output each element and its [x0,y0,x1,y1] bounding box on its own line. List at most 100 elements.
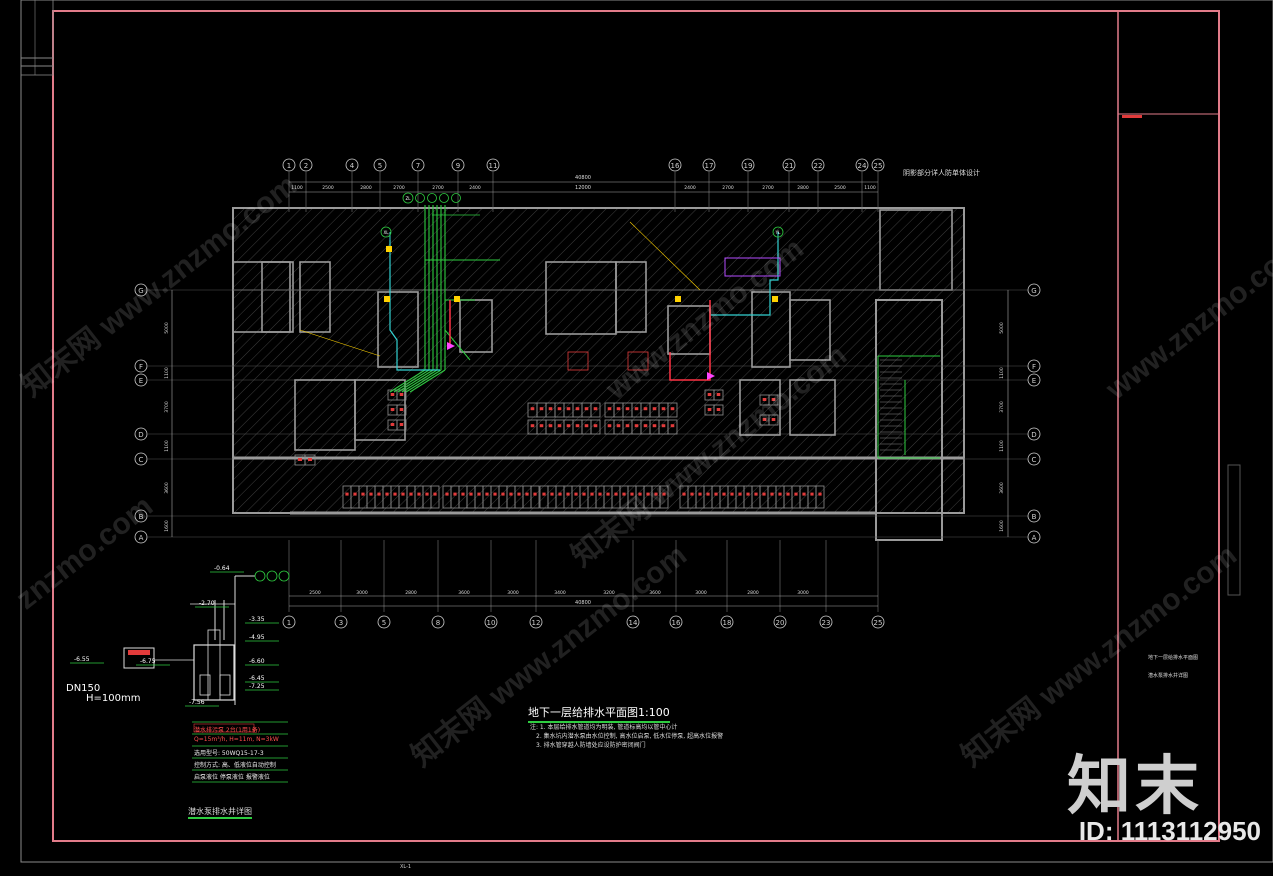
axis-bubble [431,615,445,629]
storage-item [393,492,397,496]
axis-bubble [871,158,885,172]
storage-item [584,424,589,428]
axis-bubble [741,158,755,172]
storage-item [771,398,776,401]
storage-item [509,492,513,496]
storage-item [771,418,776,421]
storage-item [607,407,612,411]
dim-total: 40800 [575,600,591,606]
elevation-value: -7.25 [249,683,265,690]
storage-unit [396,404,407,416]
storage-item [417,492,421,496]
storage-item [738,492,742,496]
storage-item [707,393,712,396]
note-line: 3. 排水管穿越人防墙处应设防护密闭阀门 [536,742,646,749]
storage-item [558,492,562,496]
axis-label: 10 [487,619,496,627]
axis-bubble [1027,283,1041,297]
axis-label: A [1032,534,1037,542]
axis-label: 21 [785,162,794,170]
pump-pit [567,351,589,371]
water-pipe [444,329,471,361]
storage-item [530,407,535,411]
axis-label: 14 [629,619,638,627]
dim-value: 3700 [999,401,1005,413]
storage-item [730,492,734,496]
riser-tag-circle [439,193,449,203]
dim-value: 2800 [360,185,372,191]
axis-bubble [855,158,869,172]
storage-unit [768,394,779,406]
axis-bubble [1027,509,1041,523]
storage-item [643,407,648,411]
storage-unit [530,485,540,509]
note-line: 注: 1. 本层给排水管道均为明装, 管道标高均以管中心计 [530,724,678,731]
riser-tag-circle [451,193,461,203]
storage-item [818,492,822,496]
axis-label: G [138,287,143,295]
storage-item [399,423,404,426]
axis-label: C [139,456,144,464]
storage-item [593,407,598,411]
axis-bubble [811,158,825,172]
storage-item [525,492,529,496]
dim-value: 2500 [834,185,846,191]
axis-bubble [1027,427,1041,441]
axis-label: 25 [874,162,883,170]
dim-value: 5000 [999,322,1005,334]
axis-bubble [1027,373,1041,387]
spec-line: Q=15m³/h, H=11m, N=3kW [194,736,279,743]
axis-label: 24 [858,162,867,170]
storage-item [606,492,610,496]
storage-item [361,492,365,496]
axis-bubble [134,530,148,544]
axis-label: 1 [287,619,291,627]
storage-item [762,418,767,421]
storage-unit [667,419,678,435]
storage-item [698,492,702,496]
dim-value: 2800 [797,185,809,191]
axis-bubble [411,158,425,172]
storage-item [575,424,580,428]
image-id: ID: 1113112950 [1078,816,1261,846]
storage-item [399,393,404,396]
elevation-value: -4.95 [249,634,265,641]
riser-tag-circle [772,226,784,238]
storage-item [634,424,639,428]
storage-item [652,407,657,411]
axis-label: G [1031,287,1036,295]
storage-item [401,492,405,496]
riser-mark [454,296,460,302]
elevation-value: -0.64 [214,565,230,572]
storage-item [308,458,312,461]
dim-sub: 12000 [575,185,591,191]
storage-item [654,492,658,496]
storage-item [542,492,546,496]
axis-label: D [138,431,143,439]
dim-total: 40800 [575,175,591,181]
storage-item [614,492,618,496]
storage-item [661,424,666,428]
storage-item [762,398,767,401]
storage-item [794,492,798,496]
storage-unit [590,419,601,435]
storage-item [517,492,521,496]
collector-pit [123,647,155,669]
axis-label: D [1031,431,1036,439]
storage-unit [667,402,678,418]
riser-tag: XL [384,230,390,235]
dim-value: 2700 [432,185,444,191]
detail-tag-circle [266,570,278,582]
fire-pipe [669,300,711,381]
axis-label: 2 [304,162,308,170]
room-wall [459,299,493,353]
dim-value: 3600 [164,482,170,494]
storage-unit [713,389,724,401]
room-wall [789,299,831,361]
axis-label: F [1032,363,1036,371]
dim-value: 3600 [999,482,1005,494]
storage-item [670,424,675,428]
dim-value: 2700 [393,185,405,191]
leader-line [629,221,701,291]
